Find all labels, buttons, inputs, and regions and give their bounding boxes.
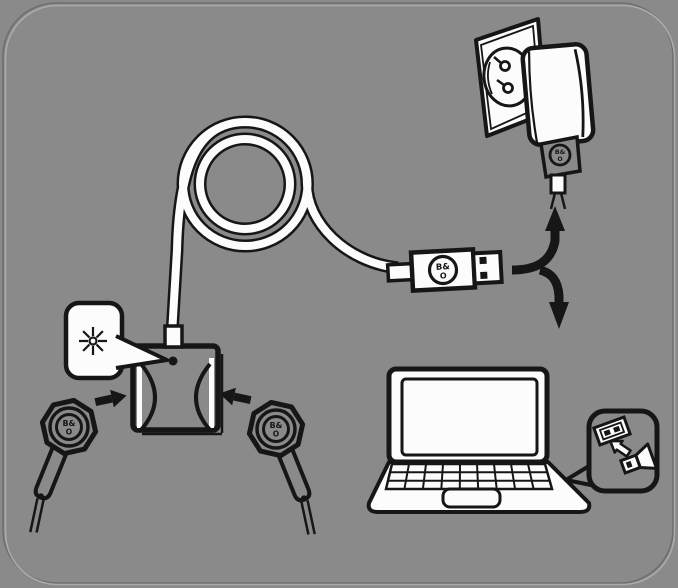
callout-tail (115, 334, 169, 370)
laptop-usb-callout (564, 408, 660, 494)
svg-text:O: O (66, 428, 72, 437)
bo-logo-left-earphone: B& (62, 419, 75, 428)
insert-arrow-left (94, 389, 127, 408)
laptop-trackpad (441, 487, 502, 509)
usb-plug-icon (618, 442, 659, 475)
bo-logo-right-earphone: B& (269, 421, 282, 430)
insert-direction-arrow (609, 439, 632, 458)
bo-logo-usb-plug: B& (436, 262, 451, 273)
indicator-light-callout (63, 300, 169, 381)
usb-port-icon (591, 415, 633, 447)
panel-border-inner (4, 4, 676, 586)
svg-text:O: O (557, 156, 562, 163)
adapter-usb-port (549, 173, 567, 195)
laptop (366, 366, 592, 514)
svg-text:O: O (273, 430, 279, 439)
adapter-usb-section (539, 134, 582, 180)
usb-cable-coil (165, 115, 399, 335)
insert-arrow-right (219, 387, 252, 406)
right-earphone: B& O (249, 402, 325, 536)
socket-pin-hole (502, 82, 514, 94)
svg-text:O: O (440, 271, 447, 280)
usb-plug: B& O (385, 247, 504, 293)
laptop-keyboard (384, 462, 554, 491)
power-adapter: B& O (520, 42, 596, 210)
bo-logo-adapter: B& (555, 148, 566, 156)
flash-star-icon (79, 327, 107, 355)
socket-pin-hole (499, 60, 511, 72)
left-earphone: B& O (20, 400, 96, 534)
split-arrow (511, 206, 569, 329)
status-led-dot (168, 356, 178, 366)
cable-connector (163, 324, 184, 349)
cradle-right-seat (209, 358, 214, 428)
cradle-left-seat (137, 358, 142, 428)
